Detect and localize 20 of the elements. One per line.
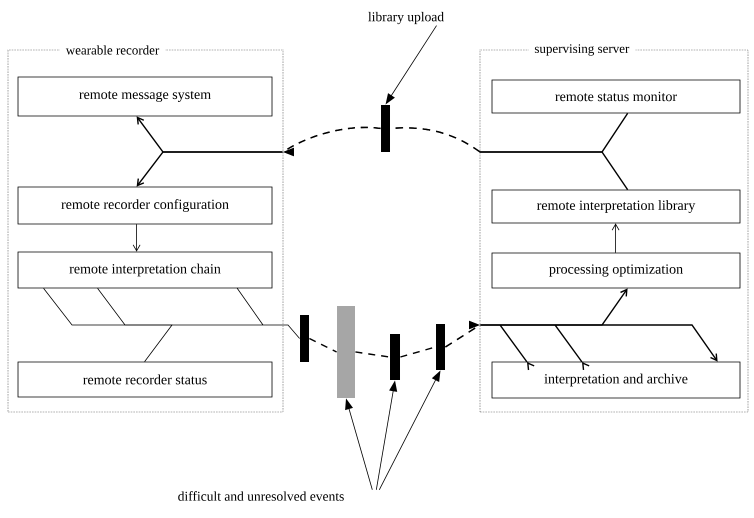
process-box: remote status monitor xyxy=(492,80,740,114)
connector xyxy=(136,126,381,187)
connector xyxy=(309,338,337,353)
process-box: remote interpretation chain xyxy=(18,252,272,288)
process-box: remote recorder configuration xyxy=(18,186,272,224)
packet-bar xyxy=(300,315,309,362)
process-box: remote interpretation library xyxy=(492,190,740,224)
packet-bar xyxy=(337,306,355,398)
connector xyxy=(132,224,141,252)
process-box: remote recorder status xyxy=(18,362,272,398)
callout-text: library upload xyxy=(368,12,444,24)
connector xyxy=(97,288,300,339)
process-box: interpretation and archive xyxy=(492,362,740,398)
connector xyxy=(445,288,628,348)
process-box: remote message system xyxy=(18,76,272,116)
process-box: processing optimization xyxy=(492,252,740,288)
connector xyxy=(43,288,173,362)
connector xyxy=(355,351,390,358)
callout-text: difficult and unresolved events xyxy=(178,491,344,501)
connector xyxy=(612,223,620,253)
